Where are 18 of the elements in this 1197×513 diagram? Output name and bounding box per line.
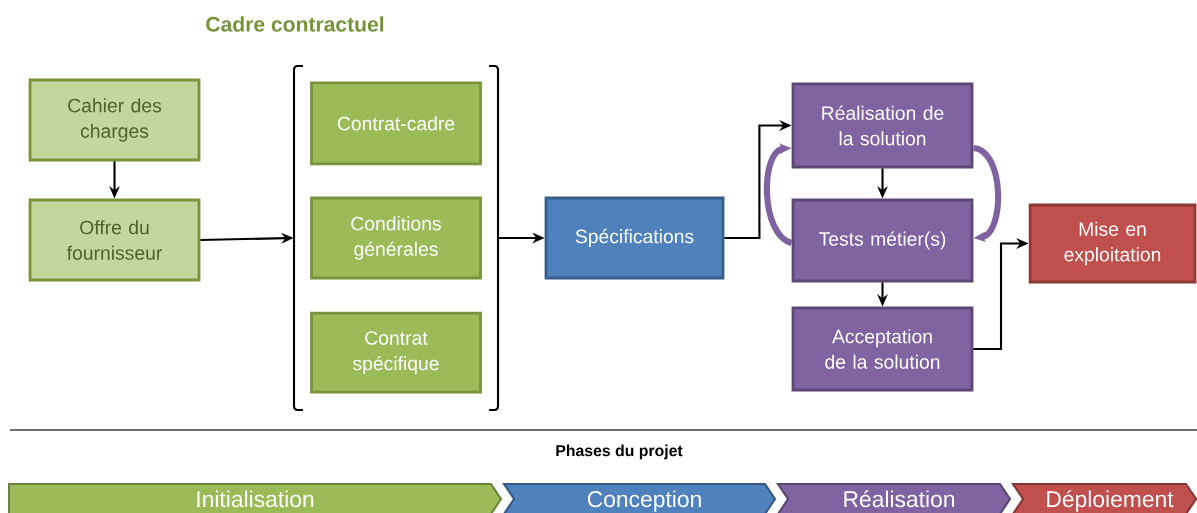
process-box: Spécifications [544, 196, 725, 280]
diagram-title: Cadre contractuel [206, 16, 384, 32]
phase-band: Réalisation [776, 482, 1012, 513]
phase-band: Déploiement [1011, 482, 1197, 513]
flow-box: Cahier des charges [28, 78, 201, 162]
process-box: Tests métier(s) [791, 198, 974, 283]
document-box: Conditions générales [310, 196, 482, 280]
arrow [763, 143, 793, 246]
phase-band: Initialisation [7, 482, 503, 513]
phase-band: Conception [502, 482, 777, 513]
document-box: Contrat spécifique [310, 311, 482, 394]
process-box: Mise en exploitation [1028, 203, 1197, 284]
process-box: Acceptation de la solution [791, 306, 974, 392]
document-box: Contrat-cadre [310, 81, 482, 166]
flow-box: Offre du fournisseur [28, 198, 201, 282]
section-label: Phases du projet [556, 444, 683, 460]
bracket [292, 64, 500, 412]
process-box: Réalisation de la solution [791, 82, 974, 169]
